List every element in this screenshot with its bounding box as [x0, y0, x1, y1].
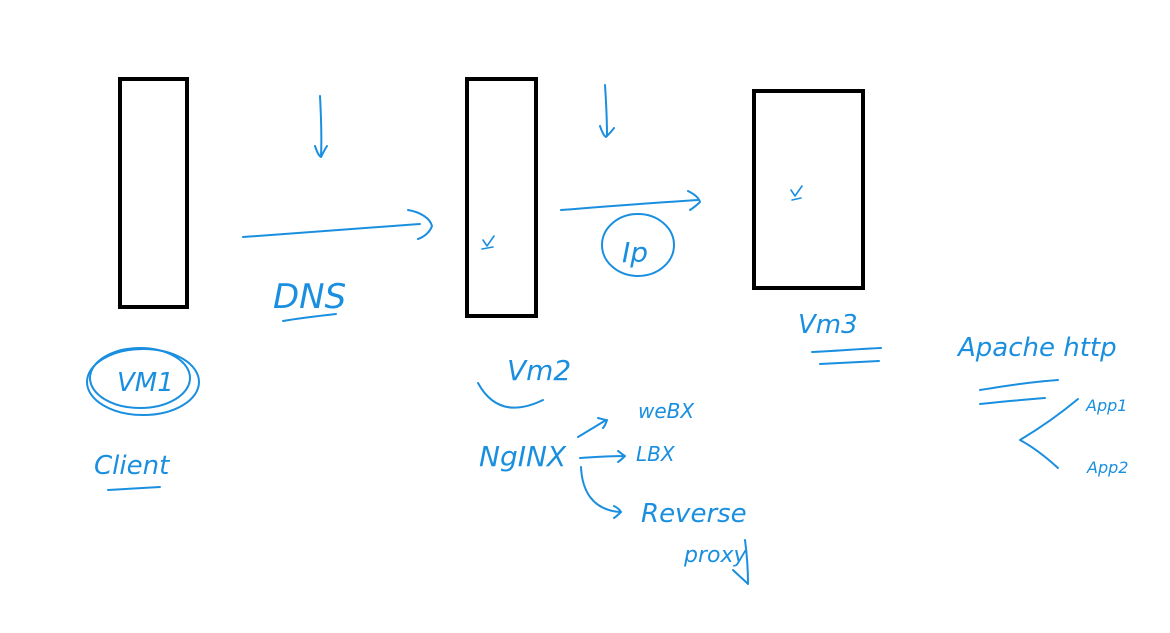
- proxy-label: proxy: [683, 543, 747, 568]
- nginx-label: NgINX: [479, 440, 567, 473]
- ip-circle: [601, 213, 675, 277]
- dns-underline: [282, 313, 337, 322]
- reverse-label: Reverse: [641, 499, 747, 529]
- ip-label: Ip: [622, 236, 648, 269]
- down-arrow-icon: [314, 95, 328, 158]
- vm1-box: [118, 77, 189, 309]
- dns-arrow: [242, 209, 433, 240]
- dns-label: DNS: [273, 277, 346, 317]
- app2-label: App2: [1086, 458, 1128, 477]
- client-underline: [107, 486, 161, 491]
- down-arrow-icon-2: [599, 84, 615, 138]
- vm1-circle-inner: [89, 347, 191, 409]
- proxy-bracket: [732, 539, 749, 585]
- vm3-underline: [811, 347, 882, 365]
- vm2-box: [465, 77, 538, 318]
- app1-label: App1: [1085, 396, 1127, 415]
- apache-underline: [979, 379, 1059, 405]
- vm2-label: Vm2: [507, 354, 571, 387]
- vm3-box: [752, 89, 865, 290]
- webx-arrow: [577, 417, 608, 438]
- vm2-underline: [477, 382, 544, 409]
- apache-branch: [1019, 398, 1079, 469]
- apache-label: Apache http: [956, 333, 1117, 363]
- vm3-label: Vm3: [798, 310, 858, 340]
- ip-arrow: [560, 190, 701, 211]
- vm1-label: VM1: [117, 368, 174, 398]
- client-label: Client: [94, 451, 170, 481]
- reverse-proxy-arrow: [580, 466, 622, 519]
- lbx-arrow: [579, 450, 626, 463]
- vm2-check-mark: [481, 235, 495, 250]
- lbx-label: LBX: [636, 442, 676, 466]
- webx-label: weBX: [638, 399, 695, 423]
- vm3-check-mark: [790, 185, 803, 201]
